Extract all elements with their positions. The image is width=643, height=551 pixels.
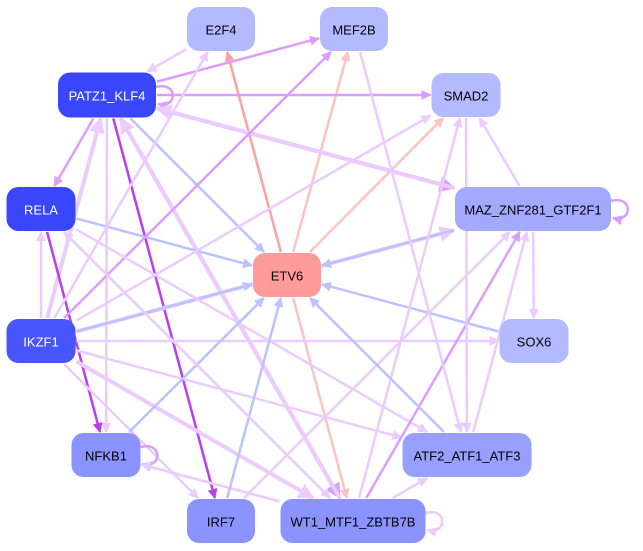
node-label: ETV6 [271, 269, 304, 284]
node-e2f4[interactable]: E2F4 [187, 7, 255, 51]
node-box [6, 187, 76, 231]
node-box [431, 73, 501, 117]
edge-rela-to-atf2_atf1_atf3 [75, 228, 429, 434]
edge-ikzf1-to-mef2b [63, 51, 332, 319]
node-nfkb1[interactable]: NFKB1 [71, 433, 141, 477]
edge-patz1_klf4-to-rela [53, 117, 95, 187]
node-label: PATZ1_KLF4 [69, 89, 146, 104]
edge-etv6-to-e2f4 [224, 51, 283, 253]
edge-wt1_mtf1_zbtb7b-to-smad2 [357, 117, 463, 499]
edge-rela-to-etv6 [76, 217, 253, 269]
edge-maz_znf281_gtf2f1-to-smad2 [478, 117, 521, 187]
node-box [455, 187, 611, 231]
node-mef2b[interactable]: MEF2B [320, 7, 388, 51]
edge-wt1_mtf1_zbtb7b-to-atf2_atf1_atf3 [392, 476, 429, 500]
node-box [187, 499, 255, 543]
node-box [187, 7, 255, 51]
node-rela[interactable]: RELA [6, 187, 76, 231]
edge-ikzf1-to-wt1_mtf1_zbtb7b [75, 359, 315, 500]
edge-maz_znf281_gtf2f1-to-maz_znf281_gtf2f1 [610, 198, 629, 226]
edge-maz_znf281_gtf2f1-to-sox6 [528, 231, 539, 319]
edge-ikzf1-to-smad2 [75, 114, 432, 322]
node-box [58, 72, 156, 118]
node-wt1_mtf1_zbtb7b[interactable]: WT1_MTF1_ZBTB7B [280, 499, 426, 543]
edge-smad2-to-atf2_atf1_atf3 [461, 117, 472, 433]
node-sox6[interactable]: SOX6 [499, 319, 569, 363]
edge-ikzf1-to-e2f4 [53, 51, 209, 319]
node-box [320, 7, 388, 51]
node-irf7[interactable]: IRF7 [187, 499, 255, 543]
node-maz_znf281_gtf2f1[interactable]: MAZ_ZNF281_GTF2F1 [455, 187, 611, 231]
edge-patz1_klf4-to-mef2b [156, 35, 320, 83]
node-label: RELA [24, 203, 58, 218]
edge-etv6-to-wt1_mtf1_zbtb7b [291, 297, 350, 499]
edge-wt1_mtf1_zbtb7b-to-nfkb1 [140, 461, 280, 503]
edge-etv6-to-smad2 [308, 117, 445, 253]
node-patz1_klf4[interactable]: PATZ1_KLF4 [58, 72, 156, 118]
edge-irf7-to-etv6 [225, 297, 284, 499]
edge-ikzf1-to-etv6 [76, 281, 253, 333]
node-label: WT1_MTF1_ZBTB7B [291, 515, 416, 530]
edge-atf2_atf1_atf3-to-etv6 [309, 297, 445, 433]
edge-maz_znf281_gtf2f1-to-etv6 [321, 228, 455, 269]
edge-wt1_mtf1_zbtb7b-to-wt1_mtf1_zbtb7b [425, 510, 444, 538]
node-label: MEF2B [332, 23, 375, 38]
node-atf2_atf1_atf3[interactable]: ATF2_ATF1_ATF3 [402, 433, 532, 477]
edge-rela-to-wt1_mtf1_zbtb7b [63, 231, 331, 499]
edge-e2f4-to-patz1_klf4 [146, 48, 187, 73]
node-ikzf1[interactable]: IKZF1 [6, 319, 76, 363]
edge-maz_znf281_gtf2f1-to-patz1_klf4 [155, 104, 455, 190]
node-etv6[interactable]: ETV6 [253, 253, 321, 297]
node-box [280, 499, 426, 543]
node-label: MAZ_ZNF281_GTF2F1 [464, 203, 601, 218]
node-label: NFKB1 [85, 449, 127, 464]
node-label: ATF2_ATF1_ATF3 [414, 449, 521, 464]
node-box [253, 253, 321, 297]
node-label: IKZF1 [23, 335, 58, 350]
node-label: SMAD2 [444, 89, 489, 104]
node-box [6, 319, 76, 363]
edge-wt1_mtf1_zbtb7b-to-patz1_klf4 [118, 117, 342, 500]
edge-ikzf1-to-atf2_atf1_atf3 [76, 349, 403, 440]
node-label: SOX6 [517, 335, 552, 350]
node-label: IRF7 [207, 515, 235, 530]
node-box [71, 433, 141, 477]
node-label: E2F4 [205, 23, 236, 38]
node-smad2[interactable]: SMAD2 [431, 73, 501, 117]
edge-mef2b-to-atf2_atf1_atf3 [358, 51, 464, 433]
node-box [499, 319, 569, 363]
node-box [402, 433, 532, 477]
